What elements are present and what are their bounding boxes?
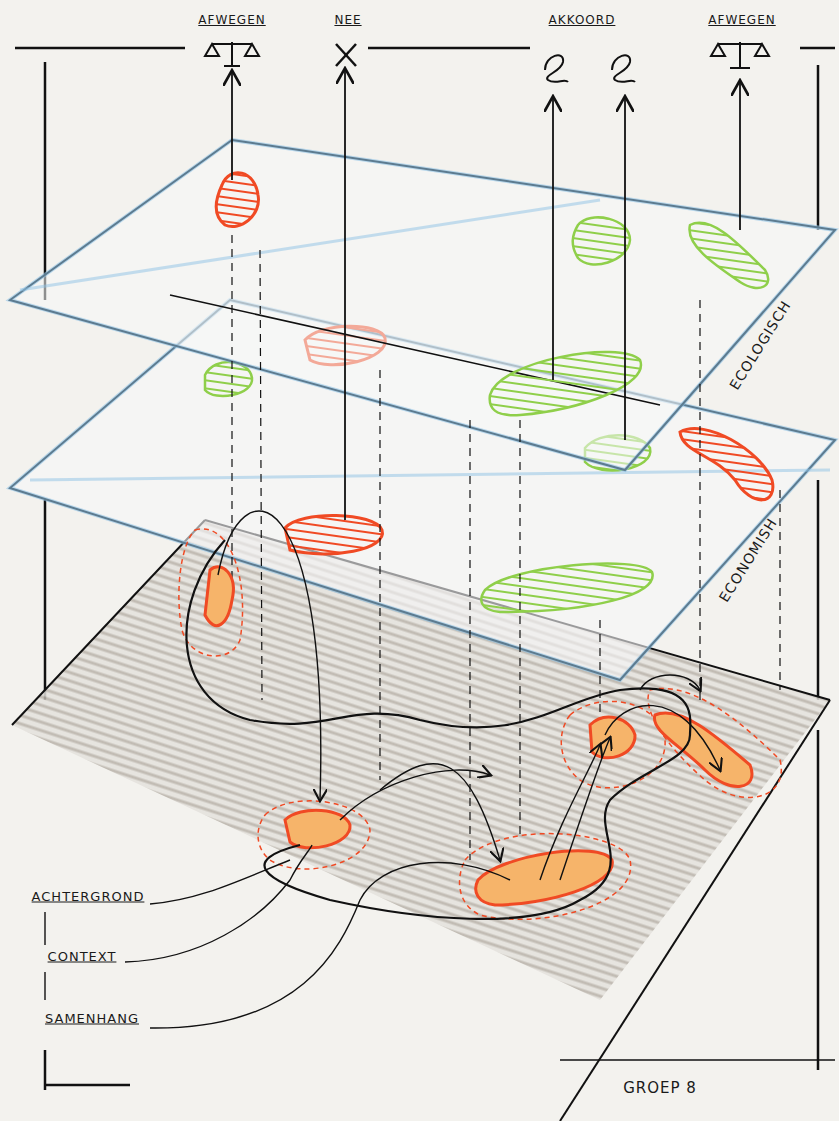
side-label: CONTEXT bbox=[48, 949, 117, 964]
decision-label: AKKOORD bbox=[549, 13, 616, 27]
side-label: SAMENHANG bbox=[45, 1011, 139, 1026]
group-label: GROEP 8 bbox=[623, 1079, 697, 1097]
cross-symbol bbox=[336, 44, 356, 66]
decision-label: AFWEGEN bbox=[708, 13, 775, 27]
balance-symbol bbox=[205, 42, 259, 66]
decision-label: AFWEGEN bbox=[198, 13, 265, 27]
decision-label: NEE bbox=[334, 13, 361, 27]
side-label: ACHTERGROND bbox=[32, 889, 145, 904]
